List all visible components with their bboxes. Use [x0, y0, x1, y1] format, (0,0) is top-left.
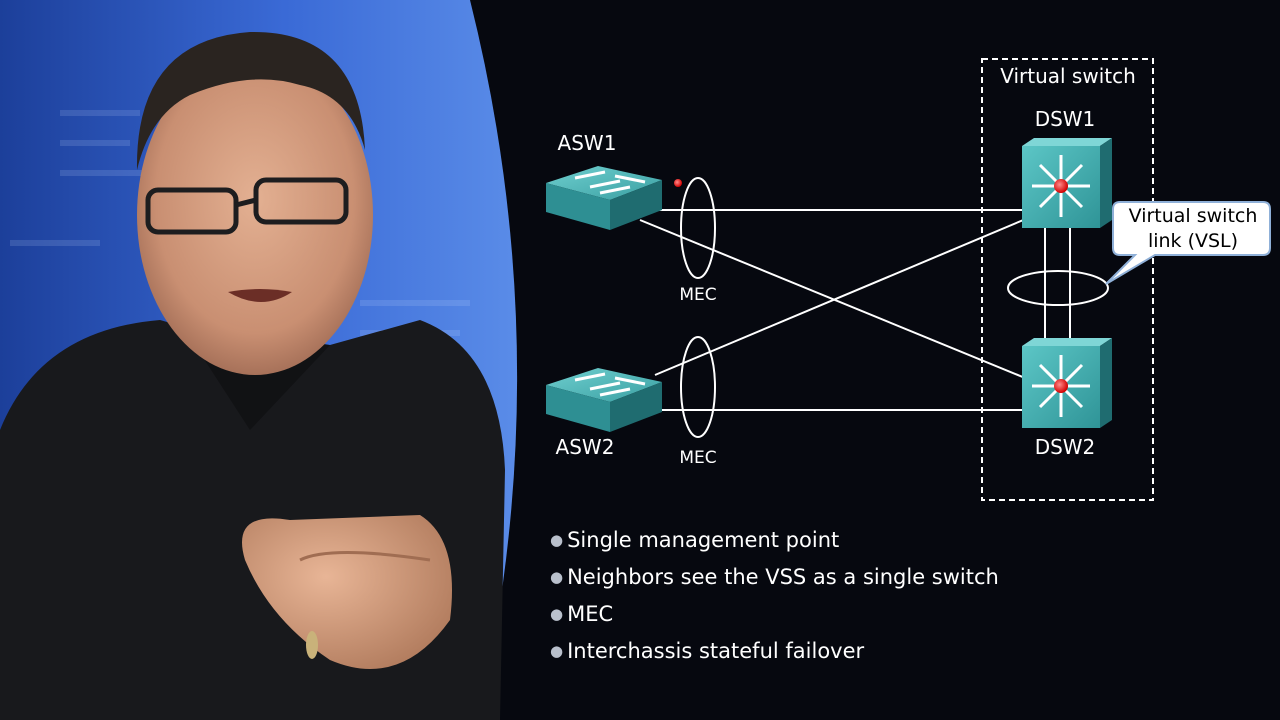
asw2-label: ASW2	[556, 435, 615, 459]
dsw1-label: DSW1	[1035, 107, 1096, 131]
dsw2-multilayer-switch-icon	[1022, 338, 1112, 428]
asw2-switch-icon	[546, 368, 662, 432]
vsl-ellipse	[1007, 270, 1109, 306]
presenter-hand	[242, 515, 452, 669]
mec-label-bottom: MEC	[679, 448, 716, 468]
bullet-dot-icon: ●	[550, 605, 564, 623]
vsl-callout-line1: Virtual switch	[1129, 205, 1258, 227]
presenter-hair	[136, 31, 365, 171]
glasses-icon	[145, 177, 349, 235]
dsw1-multilayer-switch-icon	[1022, 138, 1112, 228]
pointer-dot	[674, 179, 682, 187]
asw1-switch-icon	[546, 166, 662, 230]
mec-ellipse-bottom	[680, 336, 716, 438]
bullet-dot-icon: ●	[550, 531, 564, 549]
vsl-callout: Virtual switch link (VSL)	[1105, 201, 1271, 285]
vsl-callout-line2: link (VSL)	[1148, 230, 1238, 252]
bullet-list: ●Single management point ●Neighbors see …	[550, 526, 999, 674]
asw1-label: ASW1	[558, 131, 617, 155]
virtual-switch-label: Virtual switch	[1000, 64, 1136, 88]
mec-ellipse-top	[680, 177, 716, 279]
virtual-switch-boundary	[981, 58, 1154, 501]
dsw2-label: DSW2	[1035, 435, 1096, 459]
bullet-item: ●Interchassis stateful failover	[550, 639, 865, 663]
bullet-item: ●Single management point	[550, 528, 840, 552]
presenter-video	[0, 0, 518, 720]
bullet-dot-icon: ●	[550, 642, 564, 660]
mec-label-top: MEC	[679, 285, 716, 305]
link-asw2-dsw1	[654, 212, 1041, 376]
bullet-dot-icon: ●	[550, 568, 564, 586]
bullet-item: ●MEC	[550, 602, 614, 626]
links	[639, 209, 1071, 411]
bullet-item: ●Neighbors see the VSS as a single switc…	[550, 565, 999, 589]
